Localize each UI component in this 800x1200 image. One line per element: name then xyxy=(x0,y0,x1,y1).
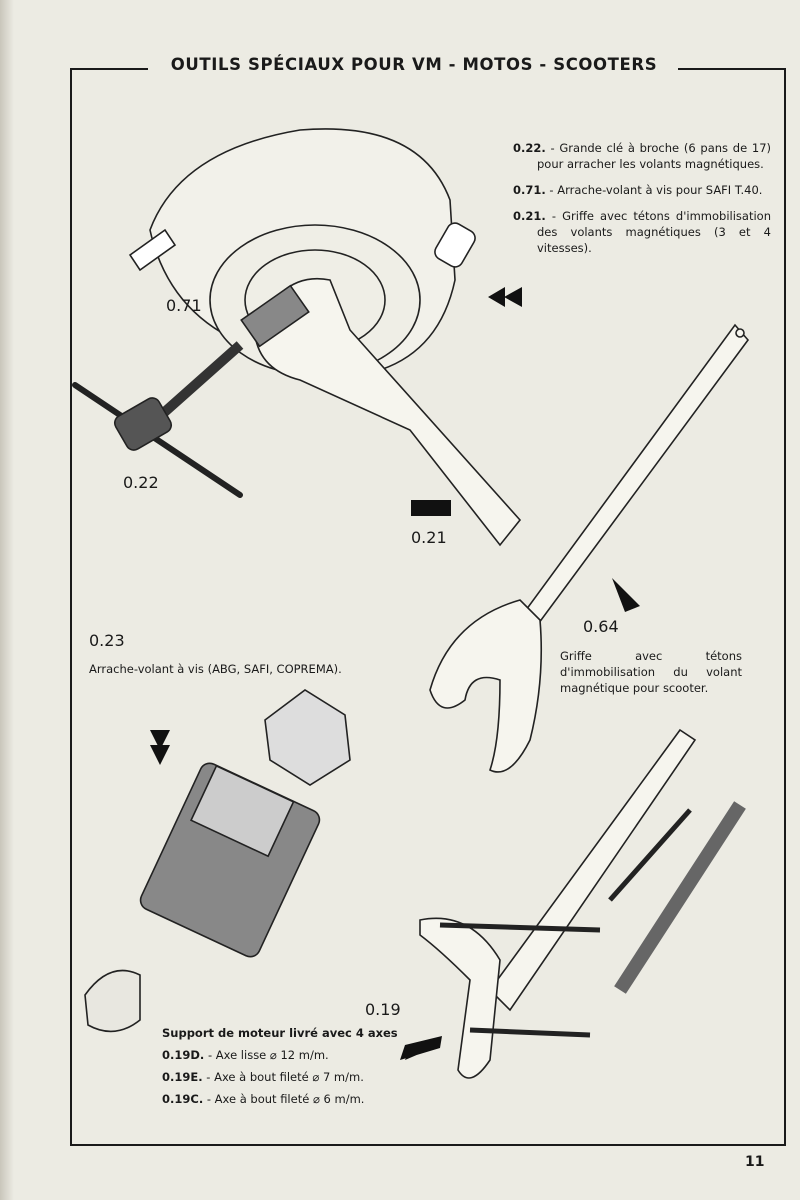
caption-064: Griffe avec tétons d'immobilisation du v… xyxy=(560,649,742,695)
legend-code: 0.22. xyxy=(513,141,546,155)
frame-top-left xyxy=(70,68,148,70)
legend-item-022: 0.22. - Grande clé à broche (6 pans de 1… xyxy=(513,140,771,172)
label-019: 0.19 xyxy=(365,1000,401,1019)
support-text: - Axe lisse ⌀ 12 m/m. xyxy=(207,1048,329,1062)
legend-code: 0.21. xyxy=(513,209,546,223)
legend-text: - Griffe avec tétons d'immobilisation de… xyxy=(537,209,771,255)
t-handle-puller-drawing xyxy=(72,284,310,498)
scooter-hook-spanner-drawing xyxy=(429,323,750,773)
support-code: 0.19D. xyxy=(162,1048,205,1062)
engine-support-drawing xyxy=(419,728,746,1079)
page-title: OUTILS SPÉCIAUX POUR VM - MOTOS - SCOOTE… xyxy=(170,55,658,74)
frame-top-right xyxy=(678,68,784,70)
label-021: 0.21 xyxy=(411,528,447,547)
marker-block-icon xyxy=(411,500,451,516)
legend-code: 0.71. xyxy=(513,183,546,197)
support-heading: Support de moteur livré avec 4 axes xyxy=(162,1026,398,1040)
support-code: 0.19C. xyxy=(162,1092,204,1106)
label-064: 0.64 xyxy=(583,617,619,636)
legend-item-021: 0.21. - Griffe avec tétons d'immobilisat… xyxy=(513,208,771,256)
support-text: - Axe à bout fileté ⌀ 7 m/m. xyxy=(206,1070,364,1084)
support-item: 0.19C. - Axe à bout fileté ⌀ 6 m/m. xyxy=(162,1088,462,1110)
caption-023: Arrache-volant à vis (ABG, SAFI, COPREMA… xyxy=(89,662,342,676)
label-023: 0.23 xyxy=(89,631,125,650)
page-edge-shadow xyxy=(0,0,14,1200)
label-022: 0.22 xyxy=(123,473,159,492)
label-071: 0.71 xyxy=(166,296,202,315)
top-legend: 0.22. - Grande clé à broche (6 pans de 1… xyxy=(513,140,771,266)
page-frame xyxy=(70,68,786,1146)
support-item: 0.19D. - Axe lisse ⌀ 12 m/m. xyxy=(162,1044,462,1066)
legend-text: - Grande clé à broche (6 pans de 17) pou… xyxy=(537,141,772,171)
arrow-icon-019 xyxy=(400,1036,442,1060)
legend-text: - Arrache-volant à vis pour SAFI T.40. xyxy=(549,183,763,197)
support-code: 0.19E. xyxy=(162,1070,203,1084)
legend-item-071: 0.71. - Arrache-volant à vis pour SAFI T… xyxy=(513,182,771,198)
support-item: 0.19E. - Axe à bout fileté ⌀ 7 m/m. xyxy=(162,1066,462,1088)
screw-puller-drawing xyxy=(84,689,351,1033)
double-arrow-icon-023 xyxy=(150,730,170,765)
arrow-icons xyxy=(150,287,640,1060)
page-number: 11 xyxy=(745,1154,765,1170)
support-legend: Support de moteur livré avec 4 axes 0.19… xyxy=(162,1022,462,1110)
arrow-icon-064 xyxy=(612,578,640,612)
double-arrow-icon-021 xyxy=(488,287,522,307)
support-text: - Axe à bout fileté ⌀ 6 m/m. xyxy=(206,1092,365,1106)
